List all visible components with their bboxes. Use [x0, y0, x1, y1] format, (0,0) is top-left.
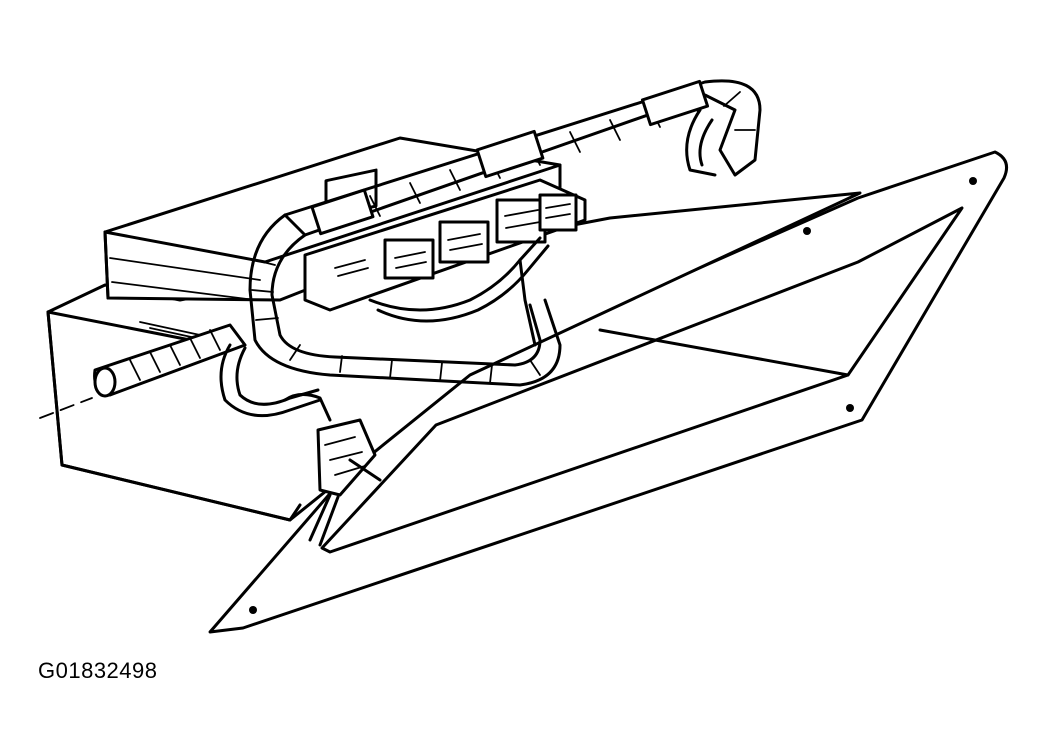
figure-id-label: G01832498 — [38, 658, 158, 683]
connector-4 — [495, 198, 547, 244]
connector-row — [303, 168, 587, 312]
connector-3 — [438, 220, 490, 264]
left-harness-exit — [39, 323, 247, 419]
main-harness-conduit — [248, 79, 762, 387]
drop-harness — [219, 343, 332, 422]
connector-2 — [383, 238, 435, 280]
connector-5 — [538, 193, 578, 232]
branch-harness — [368, 108, 717, 347]
switch-component — [308, 418, 382, 547]
